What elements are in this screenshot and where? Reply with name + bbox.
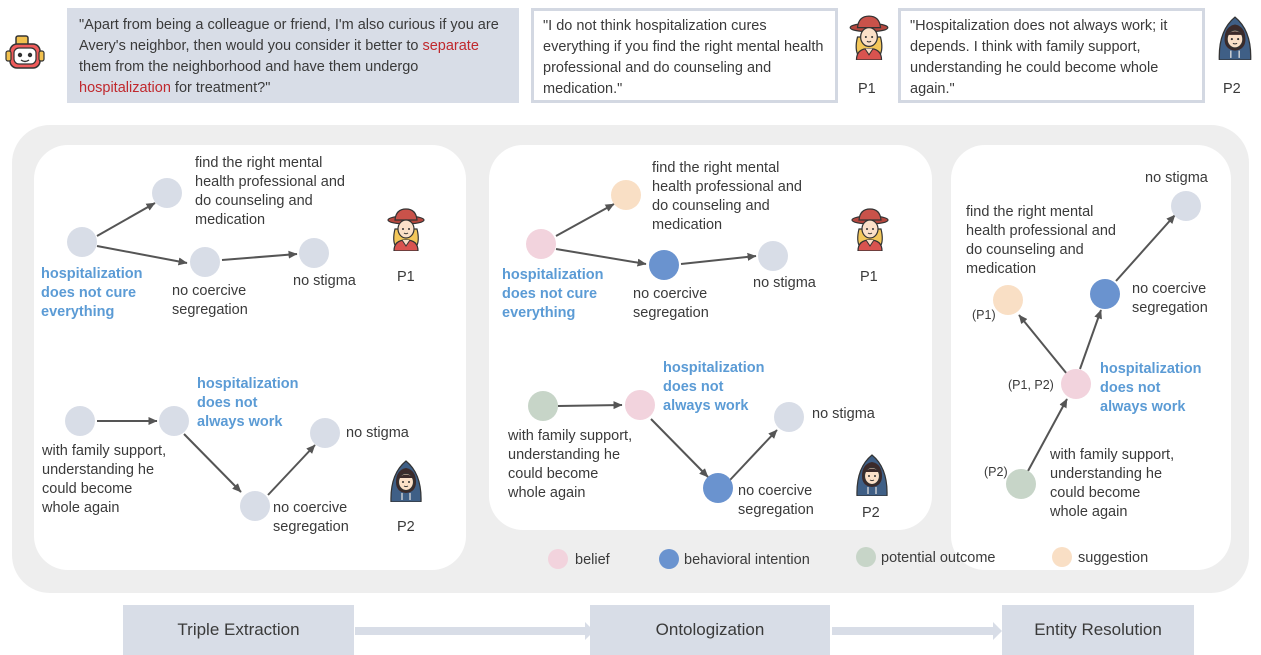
node-family-outcome — [1006, 469, 1036, 499]
step-triple-extraction: Triple Extraction — [123, 605, 354, 655]
edge — [1027, 398, 1068, 472]
edge — [680, 252, 757, 265]
p2-avatar-icon — [852, 452, 892, 496]
node-no-coercive-intention — [703, 473, 733, 503]
node-find-right — [152, 178, 182, 208]
p2-label: P2 — [397, 519, 415, 535]
node-find-right-suggestion — [993, 285, 1023, 315]
edge — [96, 202, 156, 237]
label-family: with family support, understanding he co… — [508, 428, 633, 501]
label-no-stigma: no stigma — [293, 273, 356, 289]
label-family: with family support, understanding he co… — [42, 443, 167, 516]
ontologization-card — [489, 145, 932, 530]
node-find-right-suggestion — [611, 180, 641, 210]
p1-avatar-icon — [850, 207, 890, 251]
p1-label: P1 — [860, 269, 878, 285]
node-family — [65, 406, 95, 436]
tag-p1-p2: (P1, P2) — [1008, 378, 1054, 392]
tag-p1: (P1) — [972, 308, 996, 322]
p1-label: P1 — [397, 269, 415, 285]
label-not-always: hospitalization does not always work — [197, 376, 299, 430]
label-no-stigma: no stigma — [346, 425, 409, 441]
p1-label: P1 — [858, 81, 876, 97]
node-no-stigma — [1171, 191, 1201, 221]
node-not-always — [159, 406, 189, 436]
edge — [557, 401, 623, 410]
label-no-stigma: no stigma — [812, 406, 875, 422]
label-no-coercive: no coercive segregation — [273, 500, 349, 535]
label-no-stigma: no stigma — [1145, 170, 1208, 186]
node-not-cure — [67, 227, 97, 257]
robot-icon — [4, 32, 48, 76]
edge — [555, 248, 647, 267]
legend-potential-outcome: potential outcome — [881, 550, 996, 566]
node-not-always-belief — [625, 390, 655, 420]
legend-suggestion: suggestion — [1078, 550, 1149, 566]
label-not-always: hospitalization does not always work — [663, 360, 765, 414]
label-find-right: find the right mental health professiona… — [966, 204, 1116, 277]
node-family-outcome — [528, 391, 558, 421]
legend-suggestion-dot — [1052, 547, 1072, 567]
edge — [267, 444, 316, 496]
edge — [1079, 309, 1102, 370]
edge — [183, 433, 242, 493]
step-ontologization: Ontologization — [590, 605, 830, 655]
node-not-always-belief — [1061, 369, 1091, 399]
node-no-coercive-intention — [1090, 279, 1120, 309]
edge — [221, 250, 298, 261]
legend-behavioral-dot — [659, 549, 679, 569]
legend-belief-dot — [548, 549, 568, 569]
label-find-right: find the right mental health professiona… — [195, 155, 345, 228]
question-bubble: "Apart from being a colleague or friend,… — [67, 8, 519, 103]
label-find-right: find the right mental health professiona… — [652, 160, 802, 233]
edge — [1018, 314, 1068, 375]
node-no-coercive — [190, 247, 220, 277]
node-not-cure-belief — [526, 229, 556, 259]
p2-response-bubble: "Hospitalization does not always work; i… — [898, 8, 1205, 103]
label-no-stigma: no stigma — [753, 275, 816, 291]
node-no-stigma — [299, 238, 329, 268]
legend-belief: belief — [575, 552, 610, 568]
step-arrow — [355, 622, 594, 640]
node-no-stigma — [758, 241, 788, 271]
label-no-coercive: no coercive segregation — [172, 283, 248, 318]
label-not-cure: hospitalization does not cure everything — [502, 267, 604, 321]
edge — [555, 203, 615, 237]
tag-p2: (P2) — [984, 465, 1008, 479]
label-not-always: hospitalization does not always work — [1100, 361, 1202, 415]
label-no-coercive: no coercive segregation — [633, 286, 709, 321]
edge — [650, 418, 709, 478]
node-no-stigma — [774, 402, 804, 432]
node-no-stigma — [310, 418, 340, 448]
p2-avatar-icon — [386, 458, 426, 502]
legend-outcome-dot — [856, 547, 876, 567]
step-entity-resolution: Entity Resolution — [1002, 605, 1194, 655]
label-no-coercive: no coercive segregation — [738, 483, 814, 518]
edge — [1115, 214, 1176, 282]
label-no-coercive: no coercive segregation — [1132, 281, 1208, 316]
label-family: with family support, understanding he co… — [1050, 447, 1175, 520]
p1-avatar-icon — [386, 207, 426, 251]
step-arrow — [832, 622, 1002, 640]
label-not-cure: hospitalization does not cure everything — [41, 266, 143, 320]
edge — [729, 429, 778, 481]
p2-label: P2 — [862, 505, 880, 521]
edge — [96, 245, 188, 266]
p2-label: P2 — [1223, 81, 1241, 97]
legend-behavioral-intention: behavioral intention — [684, 552, 810, 568]
p1-response-bubble: "I do not think hospitalization cures ev… — [531, 8, 838, 103]
node-no-coercive-intention — [649, 250, 679, 280]
node-no-coercive — [240, 491, 270, 521]
